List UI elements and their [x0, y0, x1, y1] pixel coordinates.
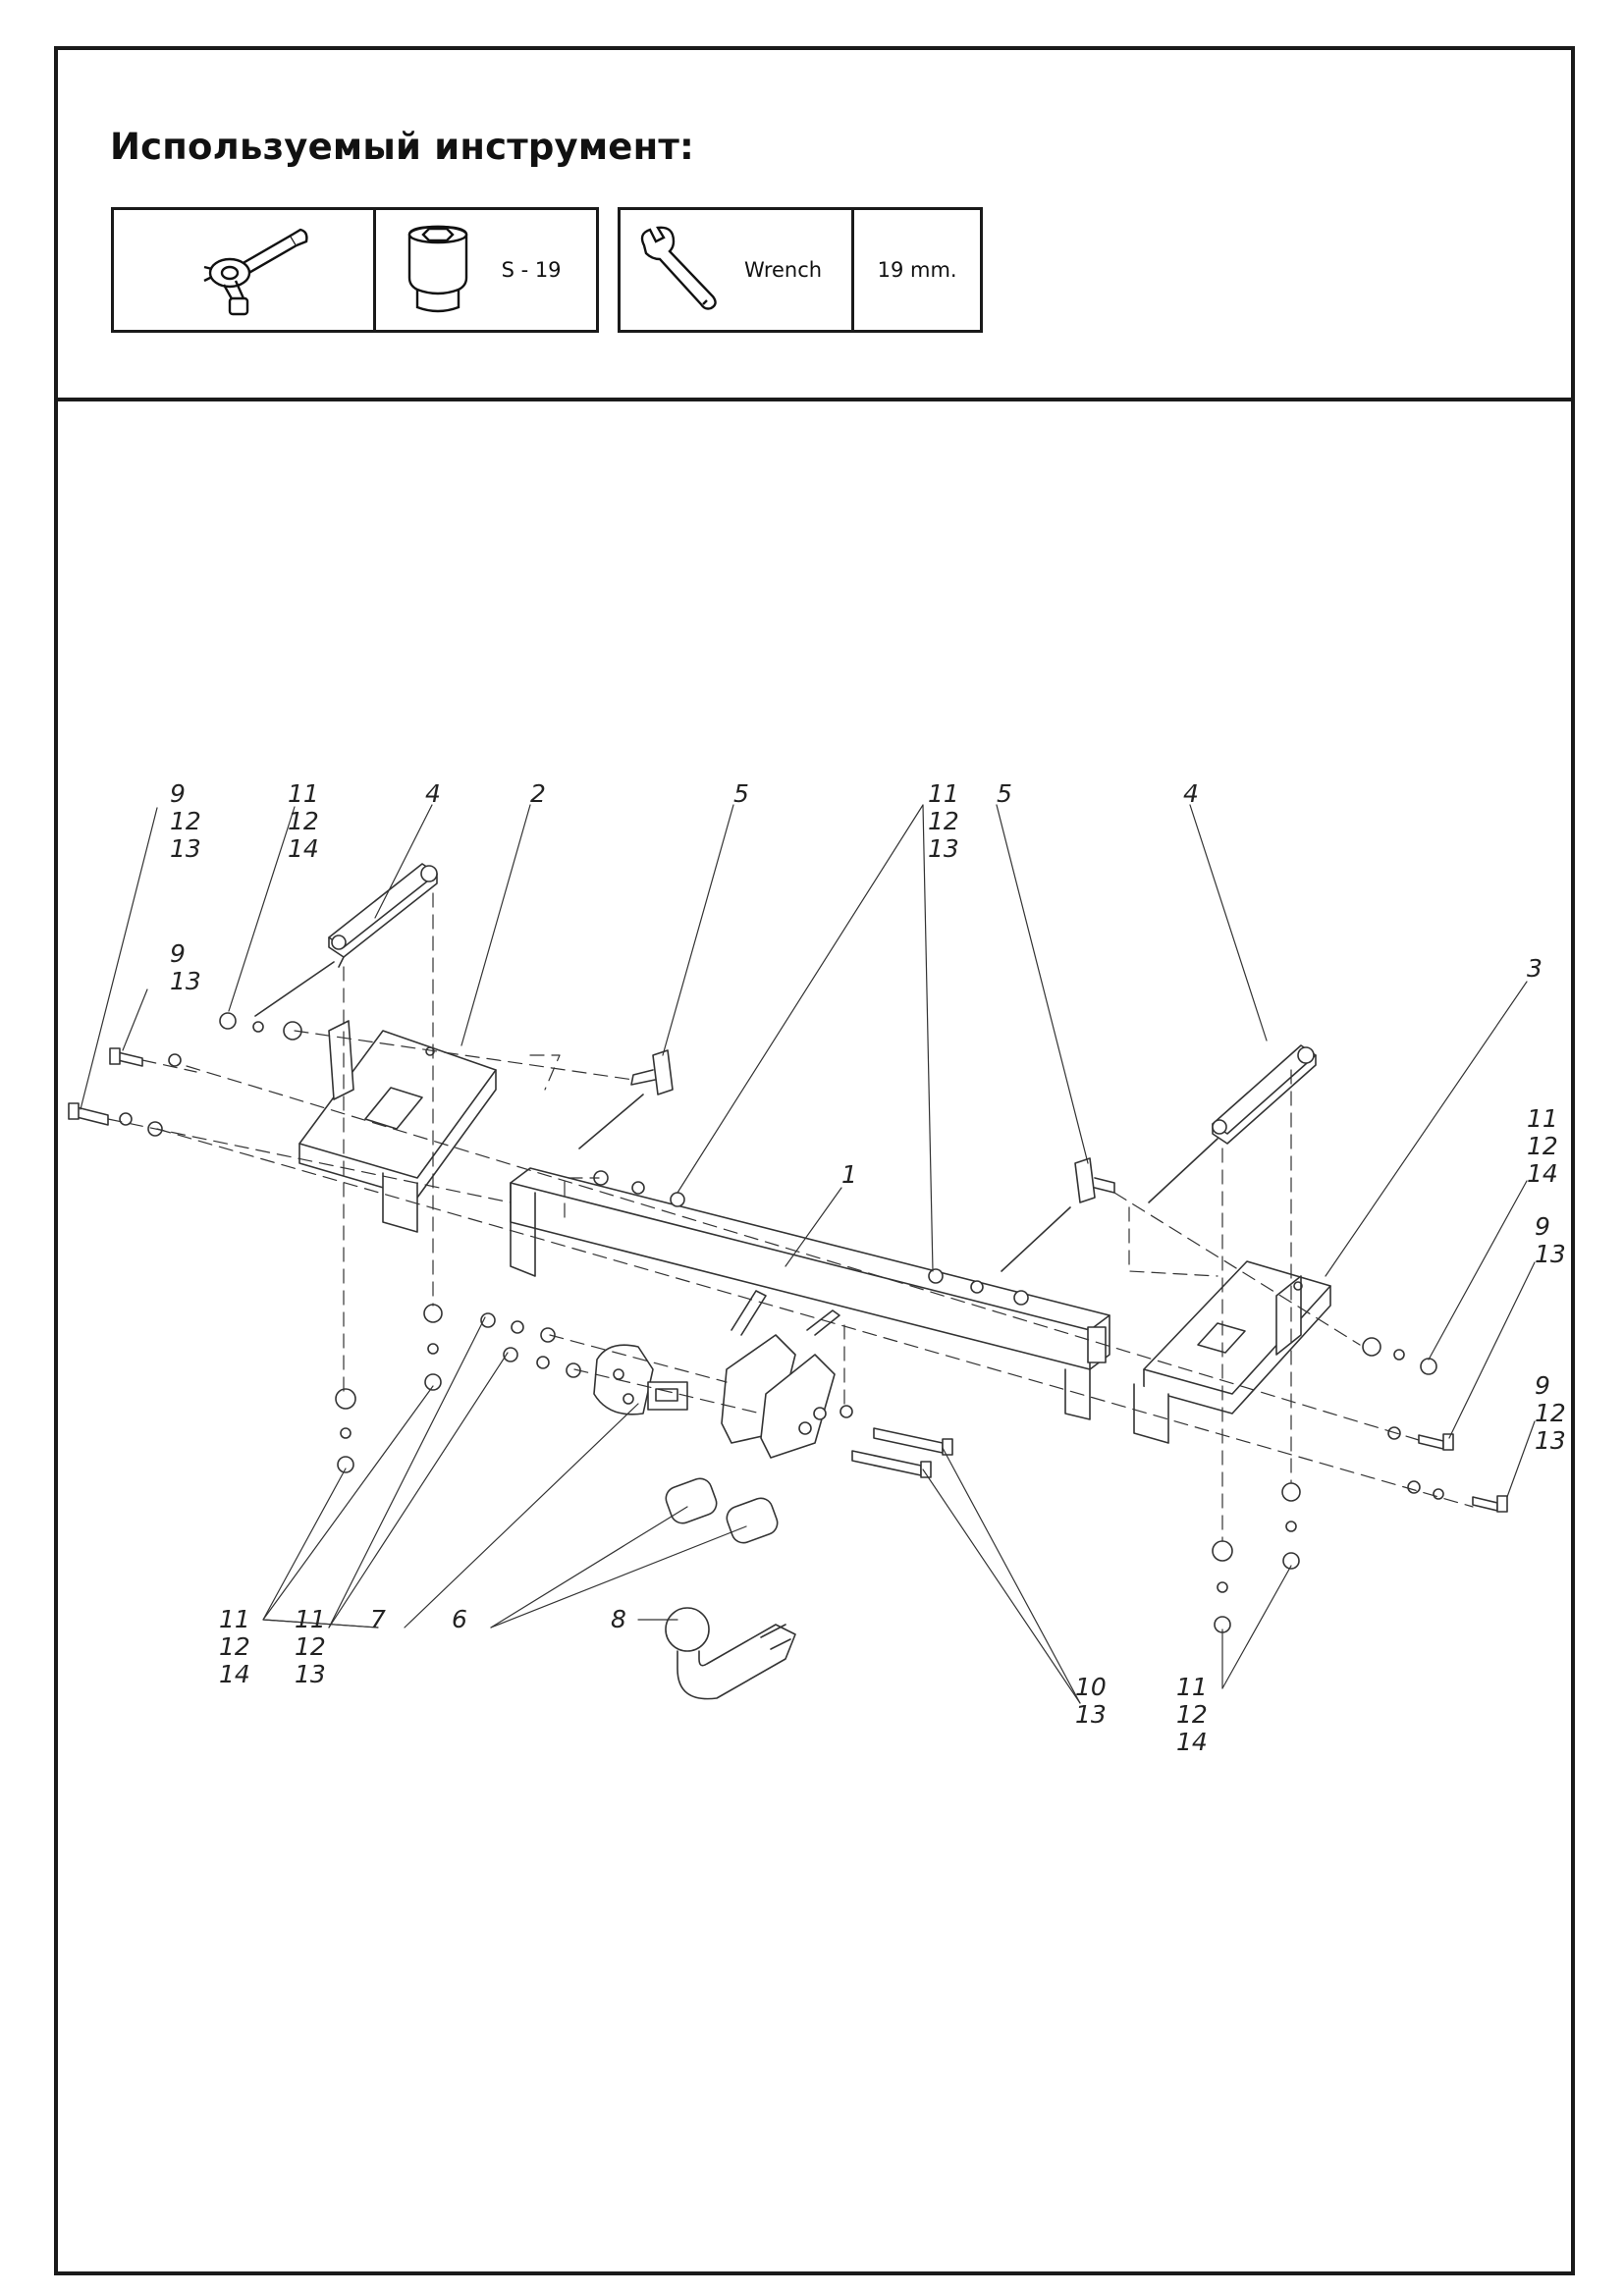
left-bolt-plate-part-5	[578, 1049, 674, 1149]
left-strap-part-4	[254, 863, 438, 1017]
callout-5-right: 5	[997, 779, 1012, 808]
wrench-size-cell: 19 mm.	[854, 210, 980, 330]
callout-14k: 14	[1176, 1728, 1208, 1756]
callout-6: 6	[452, 1605, 467, 1633]
callout-14h: 14	[1527, 1159, 1558, 1188]
mount-brackets	[721, 1290, 840, 1459]
ratchet-icon	[203, 228, 308, 316]
callout-11d: 11	[295, 1605, 326, 1633]
socket-cell: S - 19	[376, 210, 596, 330]
callout-14e: 14	[219, 1660, 250, 1688]
callout-13f: 13	[1535, 1240, 1566, 1268]
leader-lines	[80, 804, 1536, 1704]
callout-13a: 13	[170, 834, 201, 863]
callout-14b: 14	[288, 834, 319, 863]
callout-12g: 12	[1535, 1399, 1566, 1427]
callout-13c: 13	[170, 967, 201, 995]
callout-13d: 13	[295, 1660, 326, 1688]
callout-12k: 12	[1176, 1700, 1208, 1729]
callout-11k: 11	[1176, 1673, 1208, 1701]
bolts	[68, 1047, 1508, 1513]
callout-9f: 9	[1535, 1212, 1550, 1241]
section-divider	[54, 398, 1575, 401]
page-title: Используемый инструмент:	[110, 126, 695, 168]
callout-9c: 9	[170, 939, 186, 968]
left-bracket-part-2	[298, 1020, 497, 1233]
wrench-cell: Wrench	[621, 210, 855, 330]
socket-icon	[407, 225, 467, 313]
tool-table-wrench: Wrench 19 mm.	[618, 207, 983, 333]
callout-11b: 11	[288, 779, 319, 808]
callout-11e: 11	[219, 1605, 250, 1633]
callout-11h: 11	[1527, 1104, 1558, 1133]
callout-12d: 12	[295, 1632, 326, 1661]
callout-3: 3	[1527, 954, 1543, 983]
callout-4-right: 4	[1183, 779, 1199, 808]
callout-labels: 9 12 13 11 12 14 4 2 5 11 12 13 5 4 3 9 …	[170, 779, 1566, 1756]
callout-13g: 13	[1535, 1426, 1566, 1455]
right-strap-part-4	[1148, 1044, 1317, 1203]
right-bolt-plate-part-5	[1001, 1157, 1115, 1272]
callout-12a: 12	[170, 807, 201, 835]
socket-size-label: S - 19	[501, 258, 562, 282]
callout-13j: 13	[1075, 1700, 1107, 1729]
right-bracket-part-3	[1133, 1260, 1331, 1444]
callout-9g: 9	[1535, 1371, 1550, 1400]
callout-12e: 12	[219, 1632, 250, 1661]
callout-13i: 13	[928, 834, 959, 863]
callout-12i: 12	[928, 807, 959, 835]
callout-12h: 12	[1527, 1132, 1558, 1160]
callout-11i: 11	[928, 779, 959, 808]
callout-9a: 9	[170, 779, 186, 808]
callout-2: 2	[530, 779, 546, 808]
wrench-icon	[640, 226, 717, 310]
page-frame	[54, 46, 1575, 2275]
callout-1: 1	[841, 1160, 857, 1189]
callout-5-left: 5	[733, 779, 749, 808]
tow-ball-part-8	[665, 1607, 796, 1700]
assembly-lines	[107, 892, 1474, 1542]
ratchet-cell	[114, 210, 376, 330]
callout-7: 7	[370, 1605, 386, 1633]
tool-table-socket: S - 19	[111, 207, 599, 333]
callout-12b: 12	[288, 807, 319, 835]
callout-10j: 10	[1075, 1673, 1107, 1701]
coupling-plate-part-7	[593, 1344, 688, 1415]
callout-4-left: 4	[425, 779, 441, 808]
callout-8: 8	[611, 1605, 626, 1633]
wrench-size-label: 19 mm.	[877, 258, 957, 282]
crossbar-part-1	[510, 1167, 1110, 1420]
wrench-label: Wrench	[744, 258, 823, 282]
